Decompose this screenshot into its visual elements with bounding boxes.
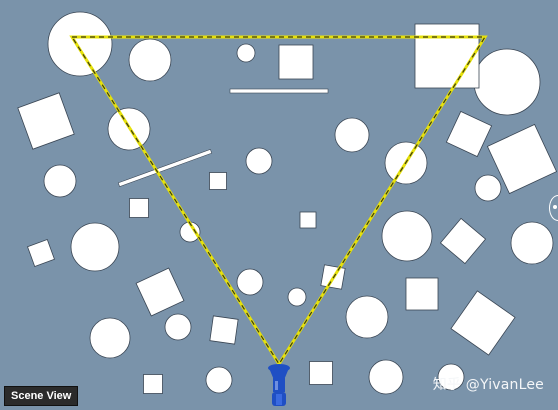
- obstacle-circle[interactable]: [368, 359, 404, 395]
- obstacle-circle[interactable]: [70, 222, 120, 272]
- obstacle-circle[interactable]: [47, 11, 113, 77]
- obstacle-square[interactable]: [486, 123, 558, 195]
- view-frustum: [69, 35, 488, 367]
- obstacle-bar[interactable]: [229, 88, 329, 94]
- obstacle-square[interactable]: [17, 92, 75, 150]
- obstacle-square[interactable]: [209, 172, 227, 190]
- obstacle-circle[interactable]: [381, 210, 433, 262]
- obstacle-circle[interactable]: [128, 38, 172, 82]
- obstacle-circle[interactable]: [89, 317, 131, 359]
- obstacle-square[interactable]: [445, 110, 493, 158]
- obstacle-square[interactable]: [209, 315, 239, 345]
- obstacle-circle[interactable]: [43, 164, 77, 198]
- obstacle-square[interactable]: [439, 217, 487, 265]
- obstacle-circle[interactable]: [164, 313, 192, 341]
- view-frustum-dashes: [70, 36, 487, 366]
- scene-view-tab[interactable]: Scene View: [4, 386, 79, 406]
- obstacle-circle[interactable]: [205, 366, 233, 394]
- obstacle-circle[interactable]: [437, 363, 465, 391]
- obstacle-square[interactable]: [299, 211, 317, 229]
- agent-figure-icon[interactable]: [268, 364, 290, 406]
- obstacle-circle[interactable]: [510, 221, 554, 265]
- obstacle-circle[interactable]: [473, 48, 541, 116]
- watermark-text: 知乎 @YivanLee: [432, 377, 544, 393]
- obstacle-square[interactable]: [27, 239, 55, 267]
- obstacle-circle[interactable]: [245, 147, 273, 175]
- obstacle-square[interactable]: [278, 44, 314, 80]
- obstacle-square[interactable]: [414, 23, 480, 89]
- obstacle-circle[interactable]: [236, 43, 256, 63]
- obstacle-square[interactable]: [129, 198, 149, 218]
- obstacle-circle[interactable]: [287, 287, 307, 307]
- obstacle-square[interactable]: [309, 361, 333, 385]
- obstacle-square[interactable]: [450, 290, 516, 356]
- obstacle-circle[interactable]: [334, 117, 370, 153]
- obstacle-circle[interactable]: [236, 268, 264, 296]
- obstacles: [17, 11, 558, 395]
- obstacle-circle[interactable]: [474, 174, 502, 202]
- obstacle-bar[interactable]: [117, 148, 213, 188]
- obstacle-square[interactable]: [405, 277, 439, 311]
- obstacle-circle[interactable]: [345, 295, 389, 339]
- obstacle-square[interactable]: [135, 267, 185, 317]
- obstacle-square[interactable]: [143, 374, 163, 394]
